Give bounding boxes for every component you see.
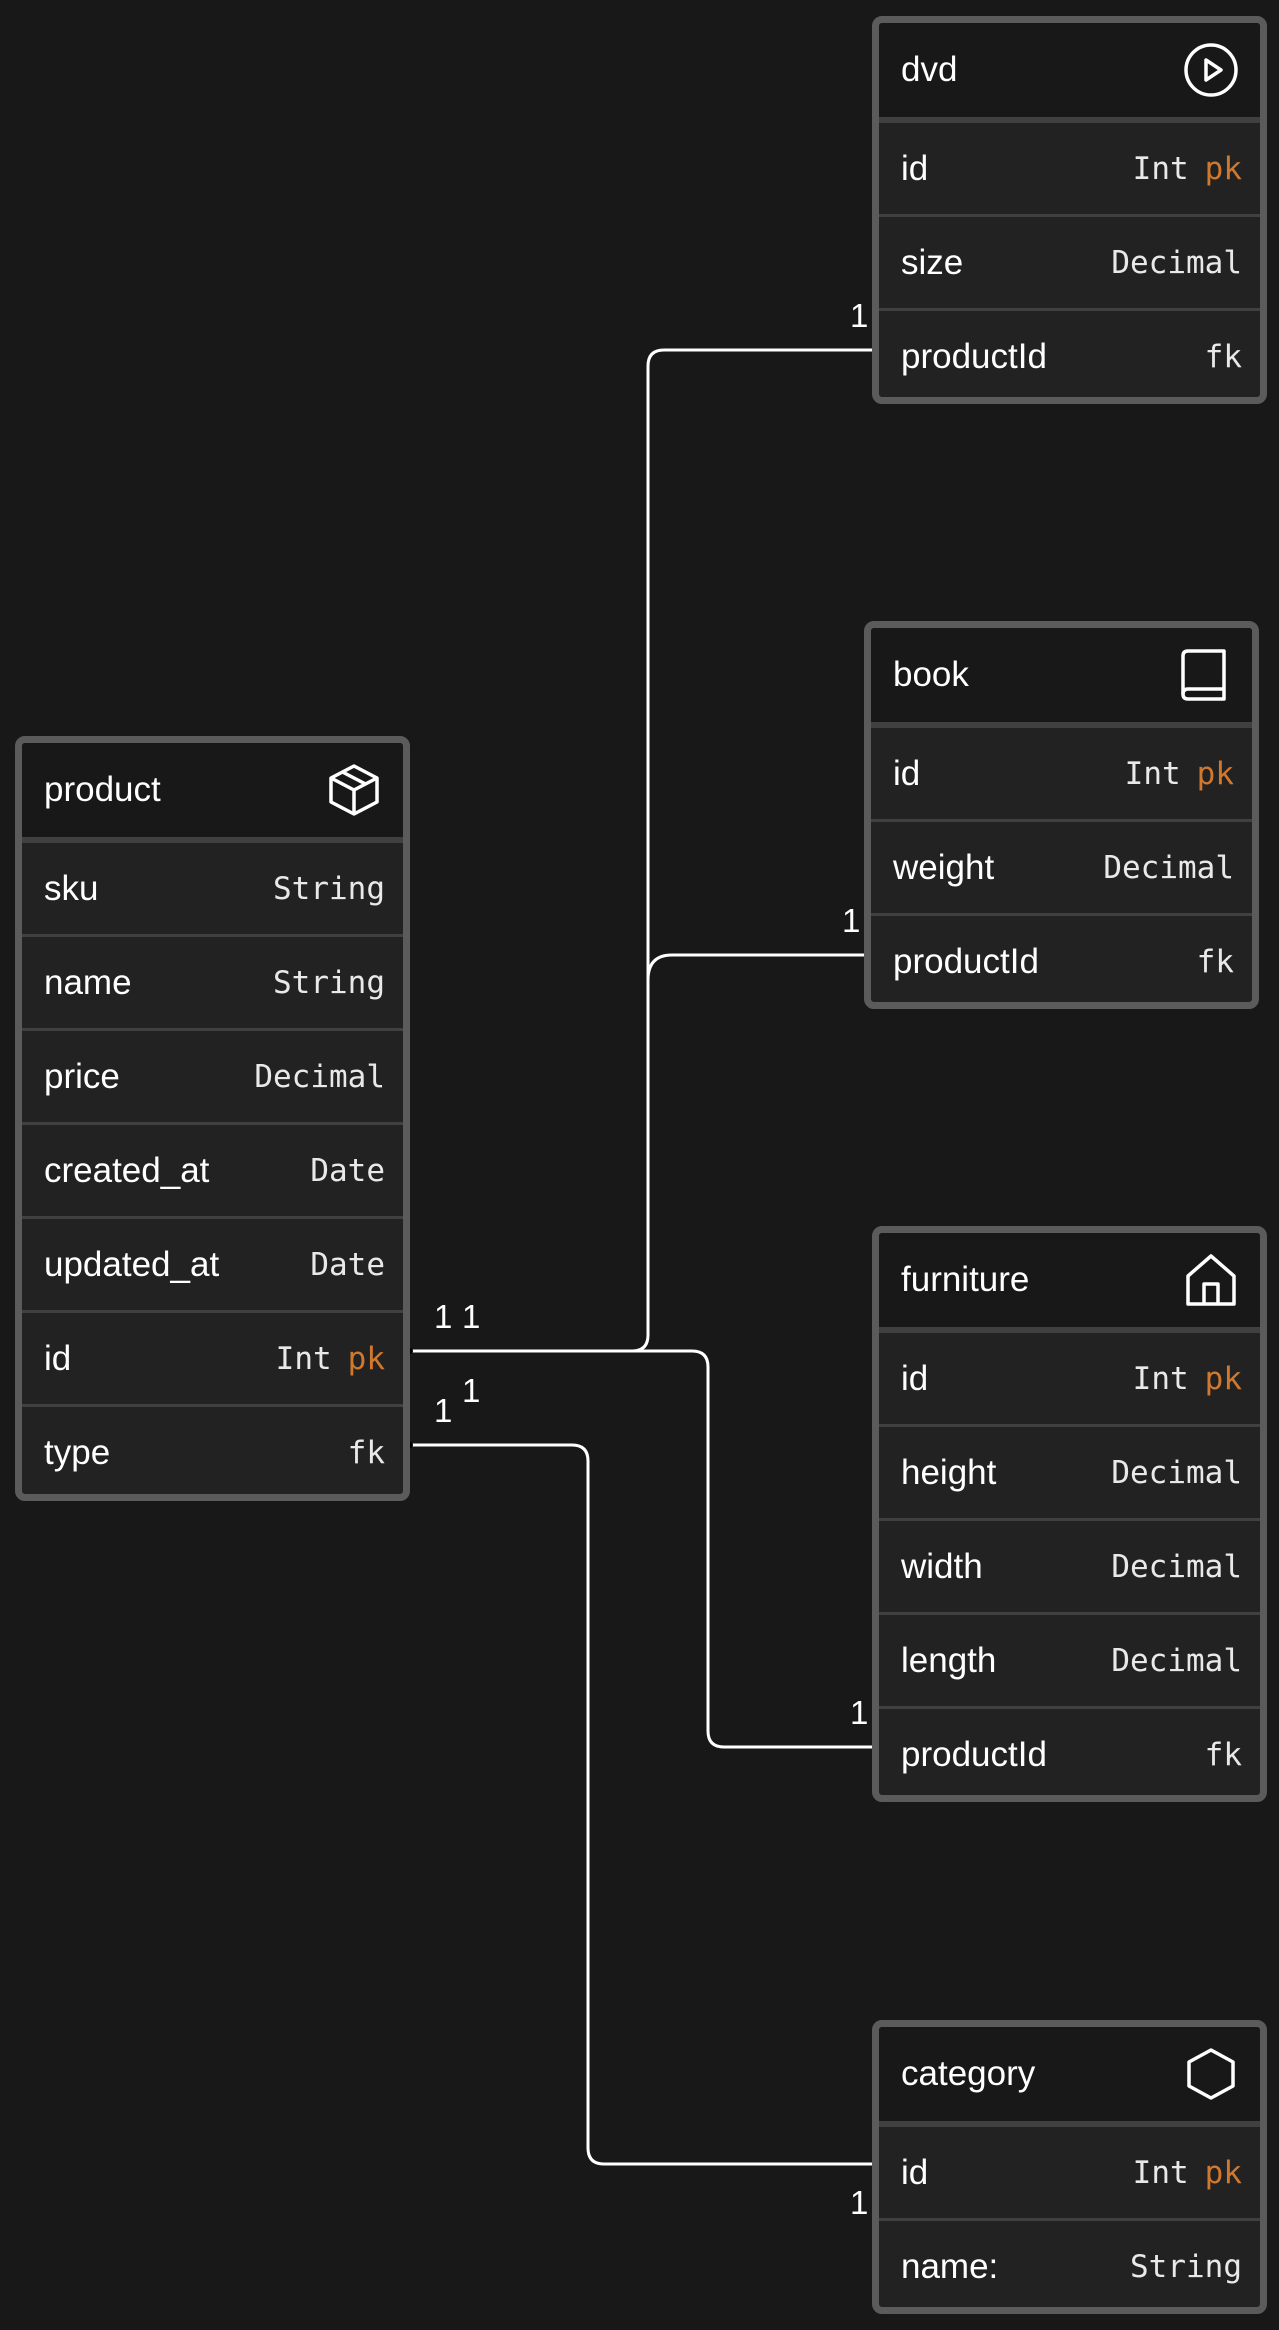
table-name: dvd [901, 50, 958, 89]
field-type: Int [275, 1340, 332, 1377]
connector-product-furniture [632, 1349, 880, 1749]
table-name: category [901, 2054, 1036, 2093]
table-row-updated-at[interactable]: updated_at Date [22, 1216, 403, 1310]
field-name: name [44, 962, 132, 1002]
field-type: String [273, 870, 385, 907]
field-type: Decimal [1103, 849, 1234, 886]
field-type: Int [1132, 2154, 1189, 2191]
book-icon [1174, 646, 1232, 704]
cardinality-label: 1 [462, 1298, 481, 1335]
field-type: String [1130, 2248, 1242, 2285]
table-header[interactable]: category [879, 2027, 1260, 2124]
field-type: Date [310, 1152, 385, 1189]
table-row-sku[interactable]: sku String [22, 840, 403, 934]
field-type: Int [1132, 1360, 1189, 1397]
primary-key-badge: pk [1204, 150, 1242, 187]
field-type: String [273, 964, 385, 1001]
table-name: book [893, 655, 969, 694]
field-type: Decimal [254, 1058, 385, 1095]
field-name: updated_at [44, 1244, 220, 1284]
primary-key-badge: pk [1196, 755, 1234, 792]
table-row-length[interactable]: length Decimal [879, 1612, 1260, 1706]
field-type: Decimal [1111, 1454, 1242, 1491]
field-name: height [901, 1452, 997, 1492]
field-type: Decimal [1111, 1642, 1242, 1679]
foreign-key-badge: fk [1204, 338, 1242, 375]
field-type: Int [1132, 150, 1189, 187]
field-name: sku [44, 868, 99, 908]
primary-key-badge: pk [1204, 2154, 1242, 2191]
field-type: Date [310, 1246, 385, 1283]
table-header[interactable]: product [22, 743, 403, 840]
table-row-width[interactable]: width Decimal [879, 1518, 1260, 1612]
field-name: length [901, 1640, 997, 1680]
table-row-created-at[interactable]: created_at Date [22, 1122, 403, 1216]
table-row-type[interactable]: type fk [22, 1404, 403, 1494]
foreign-key-badge: fk [1196, 943, 1234, 980]
table-header[interactable]: furniture [879, 1233, 1260, 1330]
table-row-name[interactable]: name: String [879, 2218, 1260, 2307]
cardinality-label: 1 [434, 1298, 453, 1335]
play-circle-icon [1182, 41, 1240, 99]
table-product[interactable]: product sku String name String price Dec… [15, 736, 410, 1501]
field-name: created_at [44, 1150, 210, 1190]
field-name: id [44, 1338, 72, 1378]
field-name: id [901, 2152, 929, 2192]
foreign-key-badge: fk [1204, 1736, 1242, 1773]
table-header[interactable]: book [871, 628, 1252, 725]
table-row-productid[interactable]: productId fk [879, 1706, 1260, 1795]
table-row-name[interactable]: name String [22, 934, 403, 1028]
foreign-key-badge: fk [347, 1434, 385, 1471]
field-name: productId [901, 336, 1047, 376]
primary-key-badge: pk [347, 1340, 385, 1377]
field-name: weight [893, 847, 995, 887]
field-name: name: [901, 2246, 999, 2286]
hexagon-icon [1182, 2045, 1240, 2103]
field-name: id [901, 148, 929, 188]
cardinality-label: 1 [842, 902, 861, 939]
cardinality-label: 1 [434, 1392, 453, 1429]
table-row-productid[interactable]: productId fk [879, 308, 1260, 397]
package-icon [325, 761, 383, 819]
table-name: furniture [901, 1260, 1030, 1299]
cardinality-label: 1 [462, 1372, 481, 1409]
house-icon [1182, 1251, 1240, 1309]
cardinality-label: 1 [850, 297, 869, 334]
table-row-productid[interactable]: productId fk [871, 913, 1252, 1002]
cardinality-label: 1 [850, 2184, 869, 2221]
field-name: id [901, 1358, 929, 1398]
table-row-height[interactable]: height Decimal [879, 1424, 1260, 1518]
field-name: productId [901, 1734, 1047, 1774]
field-name: size [901, 242, 964, 282]
field-name: type [44, 1432, 111, 1472]
table-row-size[interactable]: size Decimal [879, 214, 1260, 308]
field-name: price [44, 1056, 120, 1096]
connector-product-dvd [410, 348, 880, 1353]
primary-key-badge: pk [1204, 1360, 1242, 1397]
field-type: Decimal [1111, 244, 1242, 281]
table-row-price[interactable]: price Decimal [22, 1028, 403, 1122]
field-name: width [901, 1546, 983, 1586]
cardinality-label: 1 [850, 1694, 869, 1731]
field-name: id [893, 753, 921, 793]
connector-product-book [646, 953, 872, 981]
field-name: productId [893, 941, 1039, 981]
field-type: Int [1124, 755, 1181, 792]
table-row-weight[interactable]: weight Decimal [871, 819, 1252, 913]
field-type: Decimal [1111, 1548, 1242, 1585]
table-header[interactable]: dvd [879, 23, 1260, 120]
table-name: product [44, 770, 161, 809]
connector-product-category [410, 1443, 880, 2166]
